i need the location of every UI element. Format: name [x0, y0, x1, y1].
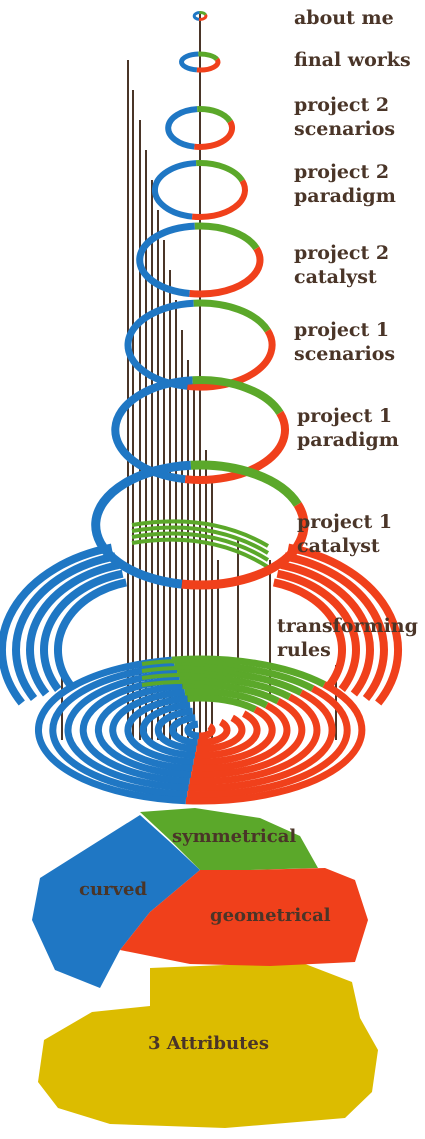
green-fan-group — [131, 519, 270, 695]
transform-arc-blue — [26, 561, 120, 697]
tower-ring-green — [192, 376, 284, 416]
target-ring-red — [196, 714, 246, 753]
tower-ring-blue — [151, 160, 197, 220]
transform-arc-blue — [12, 552, 117, 701]
tower-ring-red — [187, 328, 276, 391]
tower-ring-blue — [192, 11, 200, 21]
target-ring-blue — [35, 656, 187, 805]
transform-arc-blue — [0, 543, 113, 706]
nav-project-1-catalyst[interactable]: project 1 catalyst — [297, 511, 393, 557]
target-ring-red — [187, 685, 351, 799]
transforming-arcs-group — [0, 543, 403, 706]
green-fan-stroke — [141, 672, 259, 688]
transform-arc-red — [287, 543, 403, 706]
attribute-count-label: 3 Attributes — [148, 1033, 269, 1054]
attribute-symmetrical-label: symmetrical — [172, 826, 297, 847]
target-ring-red — [189, 693, 321, 785]
target-ring-blue — [139, 701, 196, 759]
green-fan-stroke — [131, 519, 270, 548]
target-ring-blue — [154, 707, 197, 753]
tower-ring-red — [194, 119, 235, 150]
tower-ring-red — [181, 502, 309, 590]
nav-project-2-catalyst[interactable]: project 2 catalyst — [294, 242, 390, 288]
attribute-curved-label: curved — [79, 879, 148, 900]
green-fan-stroke — [131, 537, 270, 569]
tower-ring-green — [199, 11, 207, 16]
target-ring-green — [187, 694, 257, 713]
transform-arc-red — [276, 569, 360, 692]
nav-about-me[interactable]: about me — [294, 7, 394, 29]
green-fan-stroke — [141, 665, 259, 681]
target-ring-blue — [184, 720, 200, 740]
base-blob-3-attributes — [38, 962, 378, 1128]
tower-ring-green — [195, 160, 245, 183]
nav-project-2-paradigm[interactable]: project 2 paradigm — [294, 161, 396, 207]
attribute-symmetrical-shape — [140, 808, 318, 870]
attribute-geometrical-shape — [120, 868, 368, 966]
attribute-geometrical-label: geometrical — [210, 905, 331, 926]
target-ring-blue — [64, 669, 189, 792]
transform-arc-red — [280, 561, 374, 697]
tower-ring-blue — [124, 299, 194, 390]
nav-project-1-scenarios[interactable]: project 1 scenarios — [294, 319, 396, 365]
green-fan-stroke — [131, 525, 270, 555]
nav-final-works[interactable]: final works — [294, 49, 411, 71]
target-ring-blue — [94, 682, 192, 779]
tower-ring-green — [198, 51, 219, 62]
tower-ring-blue — [136, 222, 195, 297]
nav-transforming-rules[interactable]: transforming rules — [277, 615, 418, 661]
attribute-curved-shape — [32, 815, 200, 988]
target-ring-red — [194, 710, 261, 759]
tower-ring-blue — [91, 460, 192, 589]
tower-ring-green — [194, 222, 260, 251]
tower-ring-blue — [179, 51, 199, 73]
tower-ring-red — [198, 14, 208, 21]
tower-ring-red — [184, 410, 289, 484]
target-ring-red — [197, 718, 231, 747]
target-ring-green — [184, 688, 269, 709]
green-fan-stroke — [141, 658, 259, 674]
target-ring-red — [198, 723, 216, 740]
green-fan-stroke — [141, 679, 259, 695]
tower-ring-red — [196, 57, 221, 73]
target-ring-red — [192, 702, 291, 773]
green-fan-stroke — [131, 531, 270, 562]
tower-rings-group — [91, 11, 309, 590]
transform-arc-red — [283, 552, 388, 701]
nav-project-1-paradigm[interactable]: project 1 paradigm — [297, 405, 399, 451]
tower-ring-blue — [165, 106, 198, 150]
target-ring-blue — [109, 688, 193, 772]
tower-ring-green — [190, 460, 302, 508]
tower-ring-green — [197, 106, 233, 124]
transform-arc-blue — [40, 569, 124, 692]
target-ring-red — [193, 706, 276, 766]
tower-ring-red — [191, 179, 248, 220]
nav-project-2-scenarios[interactable]: project 2 scenarios — [294, 94, 396, 140]
target-ring-red — [190, 698, 306, 779]
tower-ring-red — [189, 246, 264, 298]
target-ring-red — [185, 681, 366, 805]
transform-arc-red — [272, 578, 346, 688]
target-ring-red — [188, 689, 336, 792]
target-ring-blue — [79, 675, 190, 785]
target-ring-blue — [49, 663, 188, 798]
target-ring-blue — [124, 695, 194, 766]
tower-ring-green — [193, 299, 271, 333]
target-ring-blue — [169, 714, 198, 746]
target-rings-group — [35, 655, 366, 805]
transform-arc-blue — [54, 578, 128, 688]
